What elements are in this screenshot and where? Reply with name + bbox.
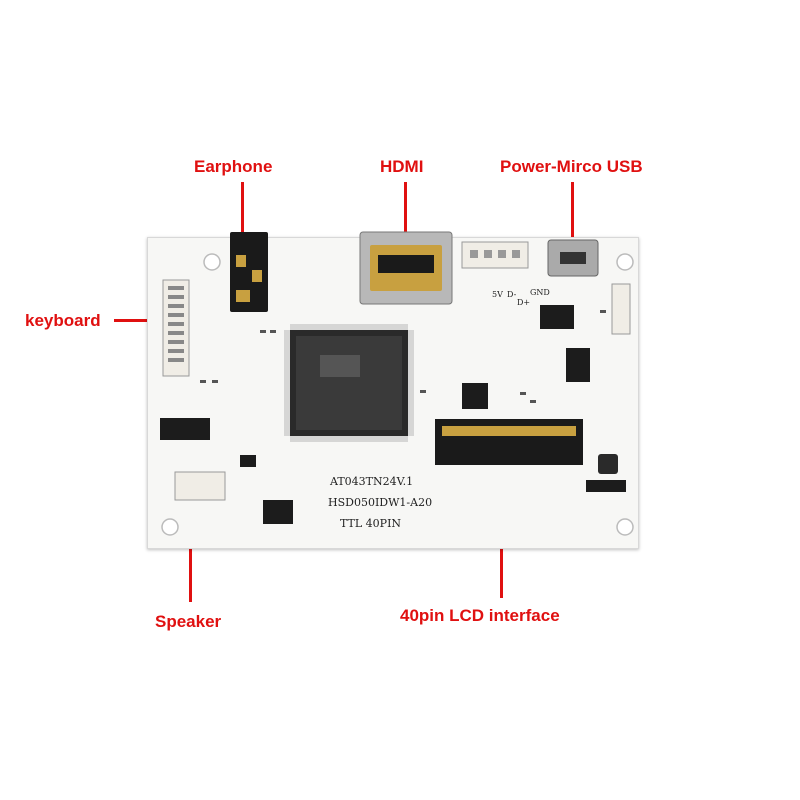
- mount-hole-top-right: [616, 253, 634, 271]
- keyboard-arrow: [114, 319, 174, 322]
- small-chip-right: [462, 383, 488, 409]
- earphone-arrow: [241, 182, 244, 237]
- keyboard-label: keyboard: [25, 311, 101, 330]
- lcd-fpc-connector: [435, 419, 583, 465]
- earphone-label: Earphone: [194, 157, 273, 176]
- power-usb-label: Power-Mirco USB: [500, 157, 643, 176]
- soic-chip-left: [160, 418, 210, 440]
- mount-hole-bottom-left: [161, 518, 179, 536]
- silk-model-2: HSD050IDW1-A20: [328, 496, 433, 509]
- mount-hole-top-left: [203, 253, 221, 271]
- silk-ttl-40pin: TTL 40PIN: [340, 517, 402, 530]
- lcd-interface-label: 40pin LCD interface: [400, 606, 560, 625]
- power-usb-arrow: [571, 182, 574, 237]
- silk-dplus: D+: [517, 298, 531, 307]
- regulator-chip: [540, 305, 574, 329]
- speaker-label: Speaker: [155, 612, 222, 631]
- silk-dminus: D-: [507, 290, 517, 299]
- hdmi-label: HDMI: [380, 157, 424, 176]
- speaker-connector: [174, 471, 226, 501]
- speaker-amp-chip: [263, 500, 293, 524]
- mount-hole-bottom-right: [616, 518, 634, 536]
- silk-5v: 5V: [492, 290, 503, 299]
- hdmi-arrow: [404, 182, 407, 237]
- silk-gnd: GND: [530, 288, 550, 297]
- speaker-arrow: [189, 520, 192, 602]
- header-connector-right: [611, 283, 631, 335]
- tact-switch: [598, 454, 618, 474]
- silk-model-1: AT043TN24V.1: [330, 475, 414, 488]
- mosfet-chip: [566, 348, 590, 382]
